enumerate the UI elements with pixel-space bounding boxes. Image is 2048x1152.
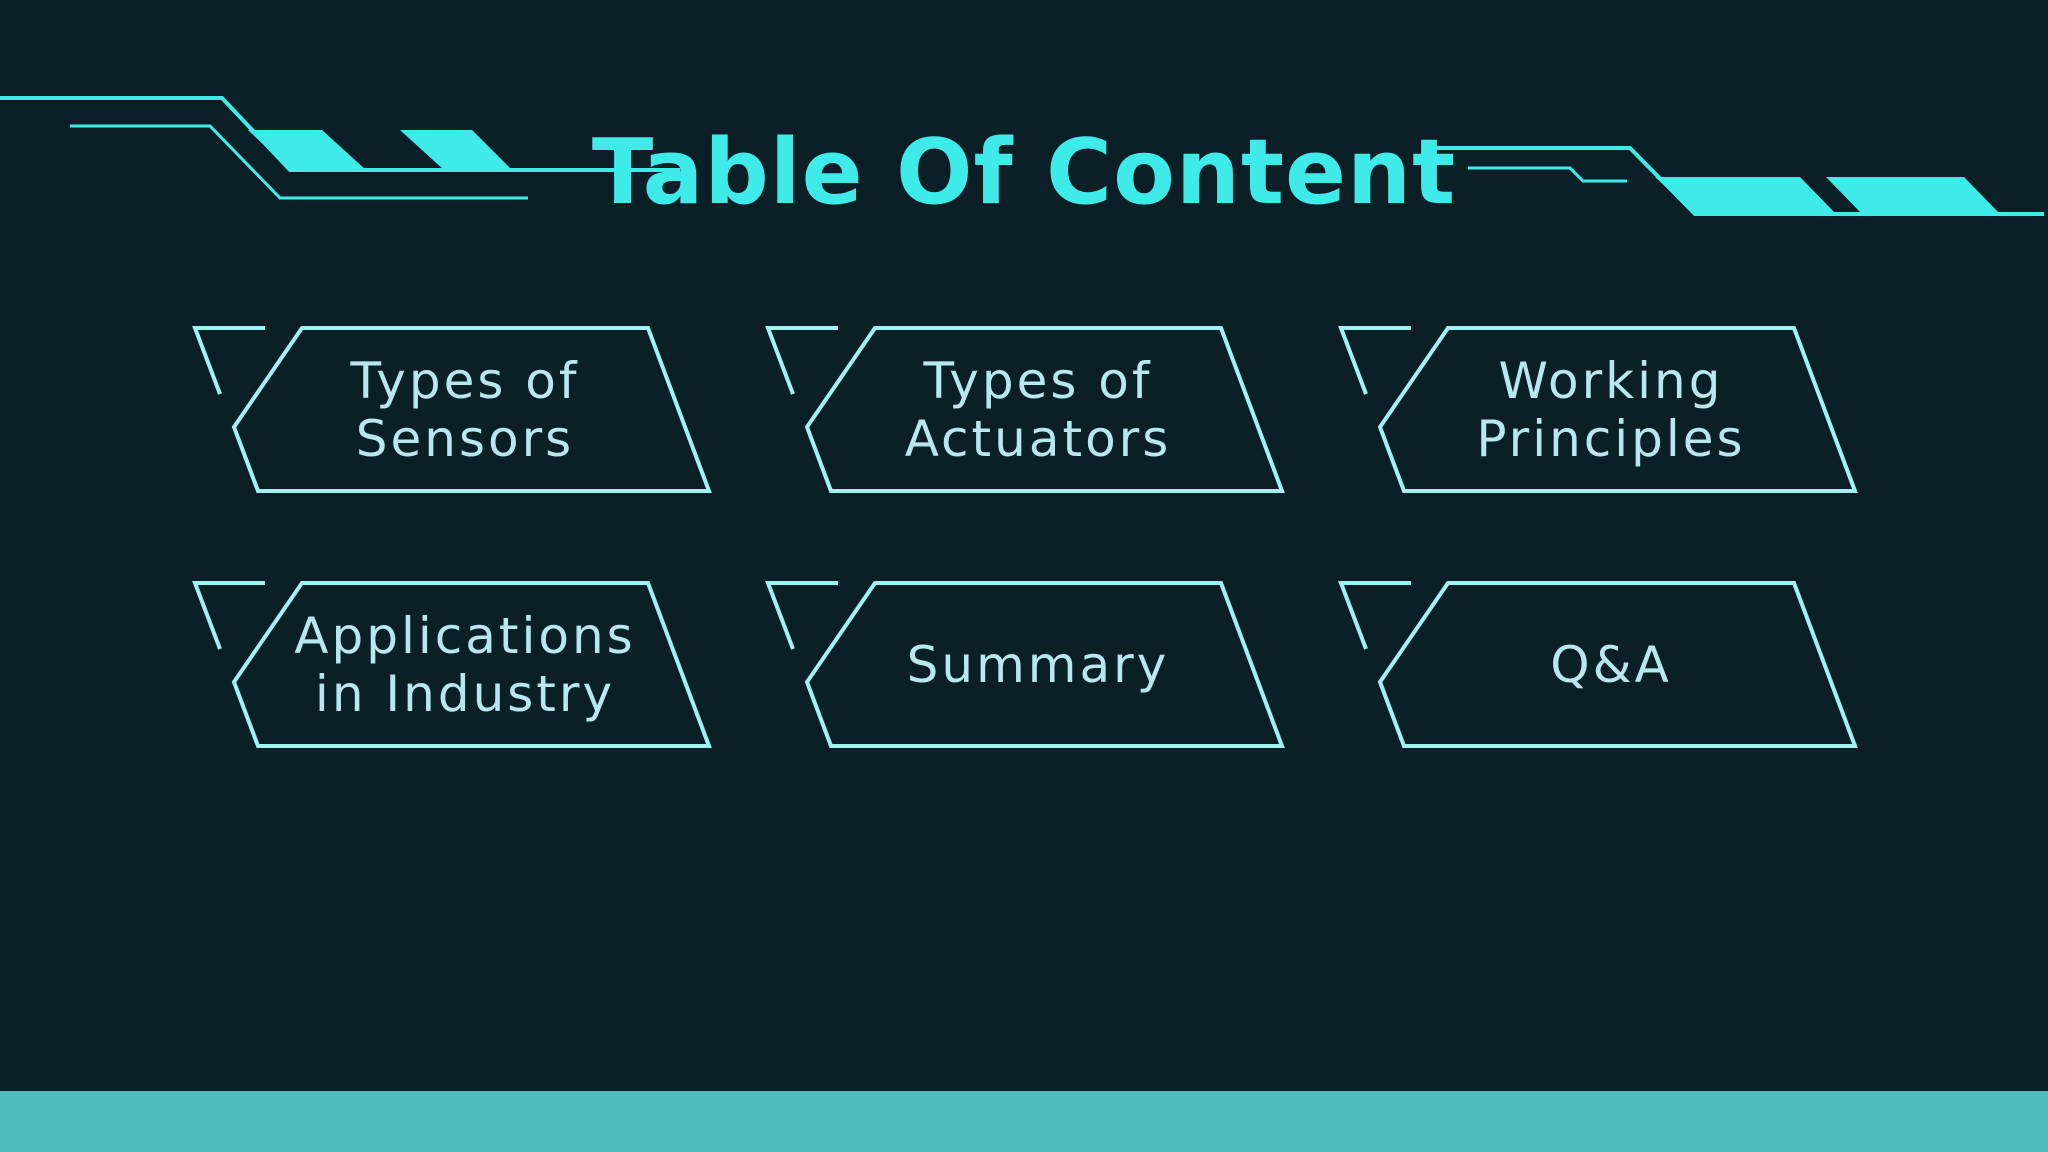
toc-item-applications-in-industry[interactable]: Applications in Industry	[190, 578, 720, 752]
card-frame-icon	[1338, 581, 1858, 748]
toc-item-types-of-sensors[interactable]: Types of Sensors	[190, 323, 720, 497]
card-frame-icon	[192, 581, 712, 748]
header-decoration-left	[0, 96, 680, 200]
toc-item-label: Types of Sensors	[350, 352, 580, 468]
footer-bar	[0, 1091, 2048, 1152]
toc-item-working-principles[interactable]: Working Principles	[1336, 323, 1866, 497]
toc-item-summary[interactable]: Summary	[763, 578, 1293, 752]
card-frame-icon	[1338, 326, 1858, 493]
toc-item-qa[interactable]: Q&A	[1336, 578, 1866, 752]
toc-item-label: Types of Actuators	[904, 352, 1172, 468]
toc-item-label: Working Principles	[1476, 352, 1746, 468]
card-frame-icon	[765, 326, 1285, 493]
toc-item-label: Applications in Industry	[294, 607, 636, 723]
card-frame-icon	[765, 581, 1285, 748]
toc-item-label: Q&A	[1550, 636, 1672, 694]
toc-item-types-of-actuators[interactable]: Types of Actuators	[763, 323, 1293, 497]
card-frame-icon	[192, 326, 712, 493]
toc-item-label: Summary	[906, 636, 1170, 694]
page-title: Table Of Content	[591, 120, 1457, 225]
